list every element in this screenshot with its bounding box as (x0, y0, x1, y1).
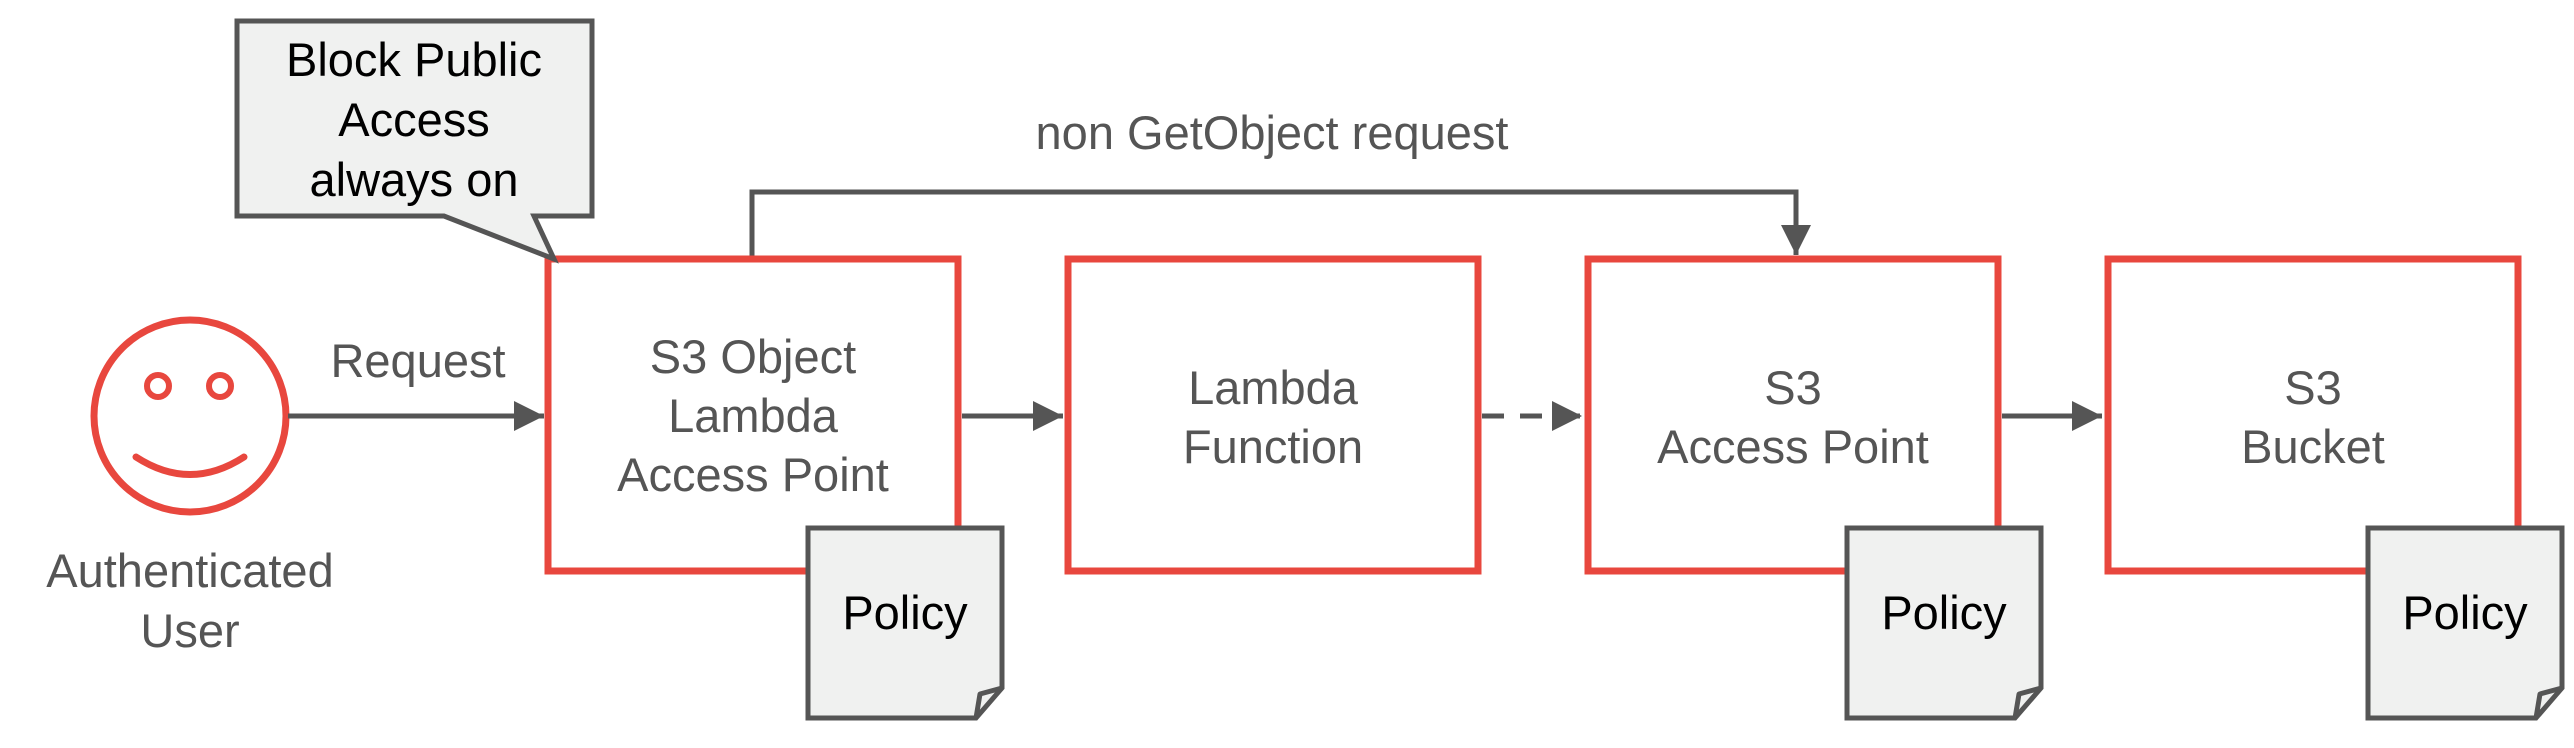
request-edge: Request (288, 334, 544, 431)
object-lambda-ap-line2: Lambda (668, 389, 839, 442)
policy-label: Policy (1881, 586, 2007, 639)
policy-document-bucket: Policy (2365, 525, 2565, 721)
bypass-edge: non GetObject request (749, 106, 1811, 259)
bucket-line2: Bucket (2241, 420, 2385, 473)
request-label: Request (330, 334, 505, 387)
access-point-line1: S3 (1764, 361, 1822, 414)
bucket-border (2104, 255, 2522, 575)
object-lambda-access-point-border (544, 255, 962, 575)
bucket-box: S3 Bucket (2104, 255, 2522, 575)
lambda-function-line2: Function (1183, 420, 1363, 473)
authenticated-user: Authenticated User (46, 316, 334, 657)
policy-document-object-lambda-ap: Policy (805, 525, 1005, 721)
document-icon (805, 525, 1005, 721)
user-label-line1: Authenticated (46, 544, 333, 597)
block-public-access-callout: Block Public Access always on (234, 18, 595, 264)
callout-line3: always on (310, 153, 519, 206)
callout-line1: Block Public (286, 33, 542, 86)
bypass-label: non GetObject request (1036, 106, 1509, 159)
lambda-function-box: Lambda Function (1064, 255, 1482, 575)
document-icon (1844, 525, 2044, 721)
bypass-arrow (749, 189, 1811, 259)
document-icon (2365, 525, 2565, 721)
bucket-line1: S3 (2284, 361, 2342, 414)
object-lambda-access-point-box: S3 Object Lambda Access Point (544, 255, 962, 575)
object-lambda-ap-line1: S3 Object (650, 330, 856, 383)
policy-label: Policy (842, 586, 968, 639)
lambda-function-line1: Lambda (1188, 361, 1359, 414)
lambda-function-border (1064, 255, 1482, 575)
policy-label: Policy (2402, 586, 2528, 639)
callout-line2: Access (338, 93, 490, 146)
user-label-line2: User (140, 604, 239, 657)
access-point-box: S3 Access Point (1584, 255, 2002, 575)
object-lambda-ap-line3: Access Point (617, 448, 889, 501)
access-point-border (1584, 255, 2002, 575)
policy-document-access-point: Policy (1844, 525, 2044, 721)
access-point-line2: Access Point (1657, 420, 1929, 473)
smiley-face-icon (90, 316, 290, 516)
